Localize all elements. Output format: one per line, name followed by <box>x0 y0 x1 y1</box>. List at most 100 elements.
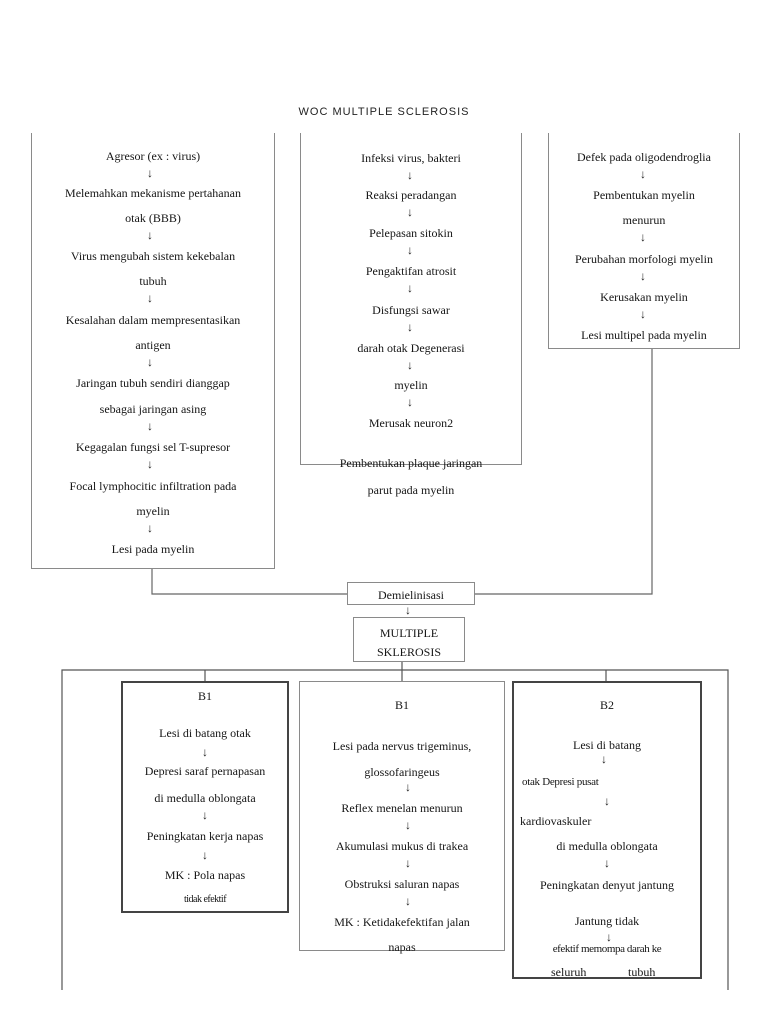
middle-chain-text: Merusak neuron2 <box>368 416 454 430</box>
arrow-down-icon: ↓ <box>405 818 411 832</box>
ms-label: SKLEROSIS <box>376 645 441 659</box>
arrow-down-icon: ↓ <box>604 856 610 870</box>
arrow-down-icon: ↓ <box>606 930 612 944</box>
b1-airway-text: Akumulasi mukus di trakea <box>335 839 469 853</box>
arrow-down-icon: ↓ <box>640 167 646 181</box>
arrow-down-icon: ↓ <box>640 307 646 321</box>
b1-airway-text: Lesi pada nervus trigeminus, <box>332 739 472 753</box>
middle-chain-text: Pengaktifan atrosit <box>365 264 457 278</box>
middle-chain-text: Pembentukan plaque jaringan <box>339 456 483 470</box>
arrow-down-icon: ↓ <box>407 281 413 295</box>
demyelination-box <box>347 582 475 605</box>
b1-breathing-text: Depresi saraf pernapasan <box>144 764 266 778</box>
ms-box <box>353 617 465 662</box>
arrow-down-icon: ↓ <box>202 848 208 862</box>
demyelination-label: Demielinisasi <box>378 588 444 602</box>
b2-cardio-text: otak Depresi pusat <box>522 776 599 788</box>
left-cause-box <box>31 133 275 569</box>
arrow-down-icon: ↓ <box>604 794 610 808</box>
connector-right-to-demyelination <box>474 340 653 595</box>
middle-chain-text: myelin <box>394 378 428 392</box>
b2-cardio-text: kardiovaskuler <box>520 814 592 828</box>
b1-breathing-text: tidak efektif <box>183 894 227 905</box>
middle-chain-text: Disfungsi sawar <box>372 303 450 317</box>
b1-airway-text: napas <box>388 940 416 954</box>
arrow-down-icon: ↓ <box>147 521 153 535</box>
left-chain-text: Focal lymphocitic infiltration pada <box>69 479 237 493</box>
b1-breathing-box <box>121 681 289 913</box>
b1-airway-box <box>299 681 505 951</box>
left-chain-text: tubuh <box>139 274 167 288</box>
arrow-down-icon: ↓ <box>405 603 411 617</box>
b2-cardio-text: Jantung tidak <box>574 914 640 928</box>
arrow-down-icon: ↓ <box>640 230 646 244</box>
right-cause-box <box>548 133 740 349</box>
middle-chain-text: Pelepasan sitokin <box>369 226 453 240</box>
b1-breathing-text: Peningkatan kerja napas <box>146 829 264 843</box>
left-chain-text: sebagai jaringan asing <box>99 402 207 416</box>
b1-airway-heading: B1 <box>394 698 409 712</box>
b1-airway-text: Obstruksi saluran napas <box>344 877 460 891</box>
right-chain-text: Perubahan morfologi myelin <box>575 252 713 266</box>
b2-cardio-text: tubuh <box>628 965 656 979</box>
middle-chain-text: Reaksi peradangan <box>365 188 457 202</box>
b1-airway-text: Reflex menelan menurun <box>341 801 463 815</box>
middle-chain-text: parut pada myelin <box>367 483 455 497</box>
left-chain-text: antigen <box>135 338 171 352</box>
b1-breathing-text: di medulla oblongata <box>154 791 256 805</box>
arrow-down-icon: ↓ <box>147 355 153 369</box>
left-chain-text: Kesalahan dalam mempresentasikan <box>65 313 241 327</box>
left-chain-text: Melemahkan mekanisme pertahanan <box>65 186 241 200</box>
connector-left-to-demyelination <box>151 568 348 595</box>
left-chain-text: otak (BBB) <box>125 211 181 225</box>
b2-cardio-heading: B2 <box>599 698 614 712</box>
middle-chain-text: Infeksi virus, bakteri <box>361 151 461 165</box>
arrow-down-icon: ↓ <box>147 457 153 471</box>
left-chain-text: Kegagalan fungsi sel T-supresor <box>75 440 231 454</box>
arrow-down-icon: ↓ <box>202 808 208 822</box>
arrow-down-icon: ↓ <box>407 358 413 372</box>
arrow-down-icon: ↓ <box>147 166 153 180</box>
arrow-down-icon: ↓ <box>640 269 646 283</box>
right-chain-text: menurun <box>622 213 666 227</box>
arrow-down-icon: ↓ <box>405 856 411 870</box>
b1-breathing-text: Lesi di batang otak <box>159 726 251 740</box>
left-chain-text: myelin <box>136 504 170 518</box>
b1-airway-text: glossofaringeus <box>364 765 440 779</box>
arrow-down-icon: ↓ <box>147 228 153 242</box>
b1-airway-text: MK : Ketidakefektifan jalan <box>334 915 470 929</box>
left-chain-text: Virus mengubah sistem kekebalan <box>70 249 236 263</box>
arrow-down-icon: ↓ <box>407 243 413 257</box>
arrow-down-icon: ↓ <box>407 320 413 334</box>
arrow-down-icon: ↓ <box>405 780 411 794</box>
b2-cardio-text: Lesi di batang <box>573 738 641 752</box>
diagram-title: WOC MULTIPLE SCLEROSIS <box>298 106 470 118</box>
b2-cardio-text: di medulla oblongata <box>556 839 658 853</box>
right-chain-text: Pembentukan myelin <box>593 188 695 202</box>
b1-breathing-text: MK : Pola napas <box>164 868 246 882</box>
arrow-down-icon: ↓ <box>407 205 413 219</box>
left-chain-text: Agresor (ex : virus) <box>105 149 201 163</box>
b2-cardio-text: seluruh <box>551 965 587 979</box>
arrow-down-icon: ↓ <box>407 168 413 182</box>
arrow-down-icon: ↓ <box>147 419 153 433</box>
middle-cause-box <box>300 133 522 465</box>
arrow-down-icon: ↓ <box>407 395 413 409</box>
arrow-down-icon: ↓ <box>601 752 607 766</box>
b1-breathing-heading: B1 <box>197 689 212 703</box>
right-chain-text: Lesi multipel pada myelin <box>581 328 707 342</box>
b2-cardio-box <box>512 681 702 979</box>
right-chain-text: Kerusakan myelin <box>600 290 688 304</box>
left-chain-text: Lesi pada myelin <box>111 542 195 556</box>
middle-chain-text: darah otak Degenerasi <box>357 341 465 355</box>
b2-cardio-text: efektif memompa darah ke <box>552 943 662 955</box>
arrow-down-icon: ↓ <box>147 291 153 305</box>
ms-label: MULTIPLE <box>379 626 439 640</box>
arrow-down-icon: ↓ <box>202 745 208 759</box>
arrow-down-icon: ↓ <box>405 894 411 908</box>
right-chain-text: Defek pada oligodendroglia <box>577 150 711 164</box>
b2-cardio-text: Peningkatan denyut jantung <box>540 878 674 892</box>
left-chain-text: Jaringan tubuh sendiri dianggap <box>76 376 230 390</box>
connector-bottom-frame <box>61 669 729 990</box>
